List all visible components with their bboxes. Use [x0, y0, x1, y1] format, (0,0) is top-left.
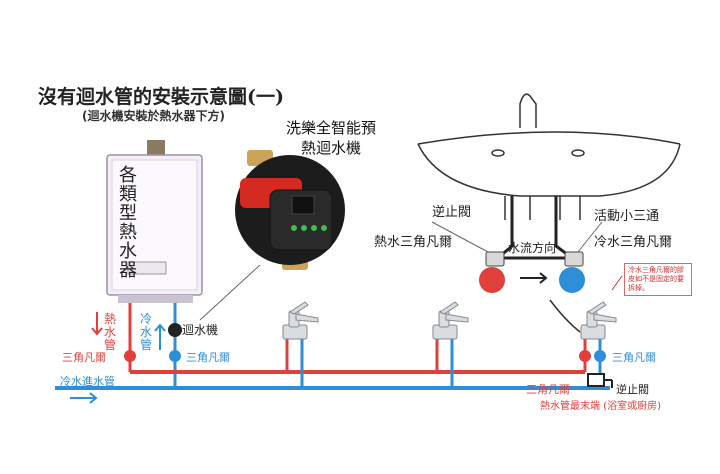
pump-led: [321, 225, 327, 231]
hot-valve-dot: [579, 350, 591, 362]
water-heater: [106, 140, 203, 303]
pump-title: 洗樂全智能預熱迴水機: [286, 119, 377, 157]
diagram-subtitle: (迴水機安裝於熱水器下方): [82, 109, 225, 123]
check-valve-bottom-icon: [587, 373, 605, 387]
pump-leader-line: [199, 264, 261, 321]
flow-direction-label: 水流方向: [508, 241, 557, 255]
cold-inlet-arrow: [70, 392, 98, 404]
pump-control-box: [269, 189, 333, 251]
cold-triangle-valve-label: 冷水三角凡爾: [594, 235, 673, 250]
cold-valve-dot: [594, 350, 606, 362]
heater-label: 各類型熱水器: [119, 165, 137, 281]
sink: [417, 93, 681, 333]
cold-triangle-valve-icon: [559, 267, 585, 293]
cold-inlet-label: 冷水進水管: [60, 375, 115, 388]
leader-line: [577, 221, 603, 253]
leader-line: [431, 221, 489, 253]
end-of-hot-pipe-label: 熱水管最末端 (浴室或廚房): [540, 401, 661, 412]
check-valve-top-icon: [485, 251, 505, 267]
triangle-valve-cold-label: 三角凡爾: [186, 351, 230, 364]
faucet: [432, 301, 469, 340]
heater-display: [127, 261, 167, 275]
triangle-valve-left-label: 三角凡爾: [62, 351, 106, 364]
hot-down-arrow: [91, 312, 103, 336]
pump-led: [311, 225, 317, 231]
small-tee-icon: [564, 251, 584, 267]
faucet: [580, 301, 617, 340]
cold-up-arrow: [154, 323, 166, 350]
flow-direction-arrow: [520, 272, 548, 284]
hot-valve-dot: [124, 350, 136, 362]
hot-triangle-valve-label: 熱水三角凡爾: [374, 235, 453, 250]
faucet: [282, 301, 319, 340]
callout-leader: [611, 275, 623, 291]
circulator-label: 迴水機: [182, 323, 219, 337]
triangle-valve-right-cold-label: 三角凡爾: [612, 351, 656, 364]
small-tee-label: 活動小三通: [594, 209, 660, 224]
diagram-title: 沒有迴水管的安裝示意圖(一): [38, 86, 284, 108]
heater-bottom: [118, 295, 193, 303]
sink-cold-pipe: [554, 196, 573, 260]
check-valve-bottom-label: 逆止閥: [616, 383, 649, 396]
hot-pipe-label: 熱水管: [104, 312, 117, 352]
hot-triangle-valve-icon: [479, 267, 505, 293]
pump-led: [301, 225, 307, 231]
triangle-valve-right-hot-label: 三角凡爾: [526, 383, 570, 396]
pump-screen: [291, 195, 315, 215]
cold-valve-dot: [169, 350, 181, 362]
cold-pipe-label: 冷水管: [140, 312, 153, 352]
check-valve-top-label: 逆止閥: [432, 205, 472, 220]
heater-flue: [147, 140, 165, 156]
callout-note: 冷水三角凡爾的膠皮如不是固定的要拆掉。: [624, 263, 692, 296]
pump-connection-dot: [168, 323, 182, 337]
circulation-pump: [199, 150, 345, 321]
pump-led: [291, 225, 297, 231]
